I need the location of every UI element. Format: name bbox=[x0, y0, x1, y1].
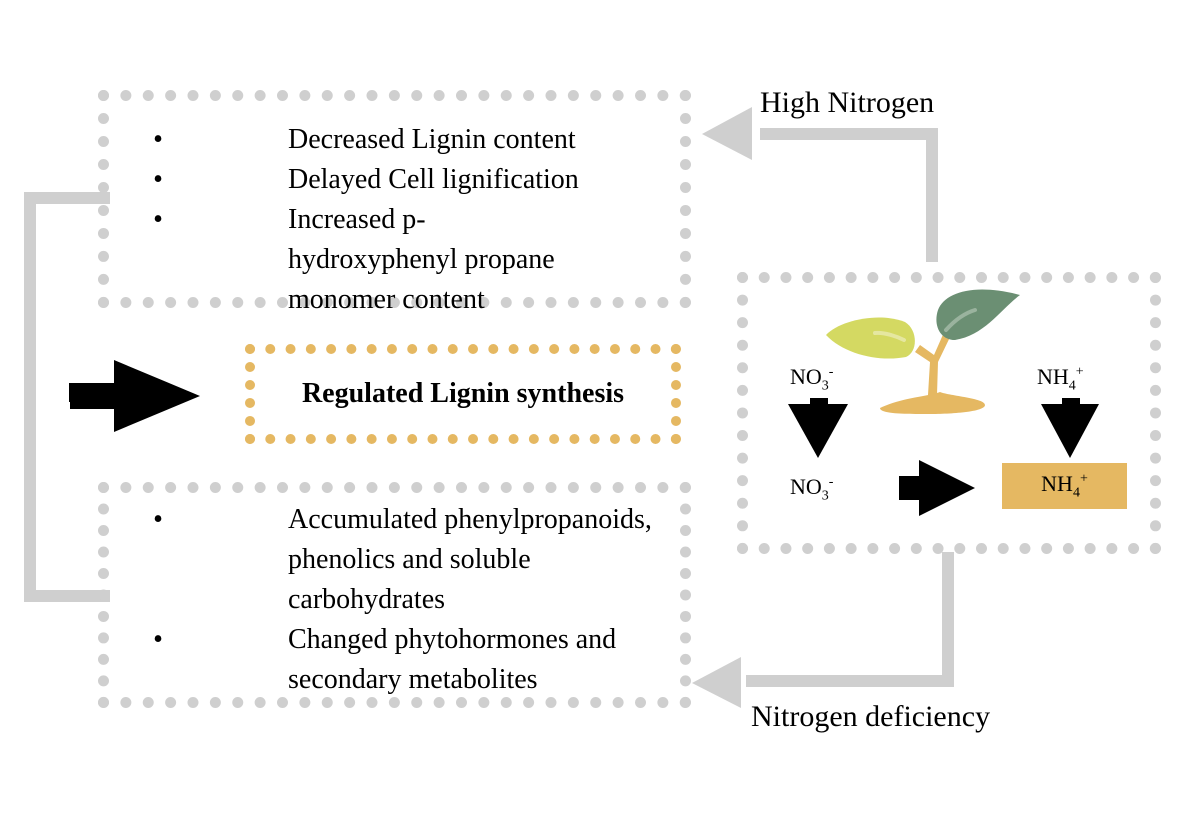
list-item: • Decreased Lignin content bbox=[148, 120, 668, 160]
effects-list-top: • Decreased Lignin content • Delayed Cel… bbox=[148, 120, 668, 320]
bullet: • bbox=[153, 124, 163, 155]
list-item-text: Delayed Cell lignification bbox=[288, 164, 579, 195]
list-item: • Increased p-hydroxyphenyl propane mono… bbox=[148, 200, 588, 320]
regulated-lignin-label: Regulated Lignin synthesis bbox=[301, 378, 625, 409]
high-nitrogen-connector bbox=[760, 128, 938, 262]
chem-sub: 4 bbox=[1072, 485, 1080, 501]
effects-box-bottom bbox=[98, 482, 691, 708]
chem-sup: - bbox=[828, 364, 834, 380]
list-item-text: Decreased Lignin content bbox=[288, 124, 576, 155]
ammonium-top-label: NH4+ bbox=[1037, 364, 1084, 394]
chem-base: NH bbox=[1037, 364, 1069, 389]
bullet: • bbox=[153, 624, 163, 655]
list-item: • Delayed Cell lignification bbox=[148, 160, 668, 200]
ammonium-bottom-label: NH4+ bbox=[1041, 471, 1088, 501]
ammonium-highlight-box: NH4+ bbox=[1002, 463, 1127, 509]
plant-uptake-box bbox=[737, 272, 1161, 554]
high-nitrogen-arrowhead bbox=[702, 107, 752, 160]
list-item-text: Accumulated phenylpropanoids, phenolics … bbox=[288, 504, 652, 615]
nitrogen-deficiency-label: Nitrogen deficiency bbox=[751, 700, 991, 733]
chem-base: NO bbox=[790, 474, 822, 499]
chem-sup: - bbox=[828, 474, 834, 490]
list-item: • Changed phytohormones and secondary me… bbox=[148, 620, 668, 700]
bullet: • bbox=[153, 504, 163, 535]
nitrate-bottom-label: NO3- bbox=[790, 474, 833, 504]
bullet: • bbox=[153, 204, 163, 235]
effects-list-bottom: • Accumulated phenylpropanoids, phenolic… bbox=[148, 500, 668, 700]
main-black-arrow-head bbox=[114, 360, 200, 432]
high-nitrogen-label: High Nitrogen bbox=[760, 86, 935, 119]
list-item-text: Increased p-hydroxyphenyl propane monome… bbox=[288, 204, 555, 315]
nitrate-down-arrow-icon bbox=[788, 398, 848, 458]
regulated-lignin-box bbox=[245, 344, 681, 444]
chem-sub: 4 bbox=[1068, 378, 1076, 394]
conversion-right-arrow-icon bbox=[899, 460, 975, 516]
nitrogen-deficiency-arrowhead bbox=[692, 657, 741, 708]
chem-sub: 3 bbox=[821, 378, 829, 394]
effects-box-top bbox=[98, 90, 691, 308]
chem-sup: + bbox=[1079, 471, 1088, 487]
main-black-arrow-shaft bbox=[69, 383, 119, 402]
bullet: • bbox=[153, 164, 163, 195]
nitrate-top-label: NO3- bbox=[790, 364, 833, 394]
chem-sub: 3 bbox=[821, 488, 829, 504]
ammonium-down-arrow-icon bbox=[1041, 398, 1099, 458]
nitrogen-deficiency-connector bbox=[746, 552, 954, 687]
list-item: • Accumulated phenylpropanoids, phenolic… bbox=[148, 500, 668, 620]
list-item-text: Changed phytohormones and secondary meta… bbox=[288, 624, 617, 695]
left-bracket-connector bbox=[24, 192, 110, 602]
chem-base: NO bbox=[790, 364, 822, 389]
seedling-icon bbox=[826, 289, 1020, 414]
chem-sup: + bbox=[1075, 364, 1084, 380]
chem-base: NH bbox=[1041, 470, 1073, 496]
